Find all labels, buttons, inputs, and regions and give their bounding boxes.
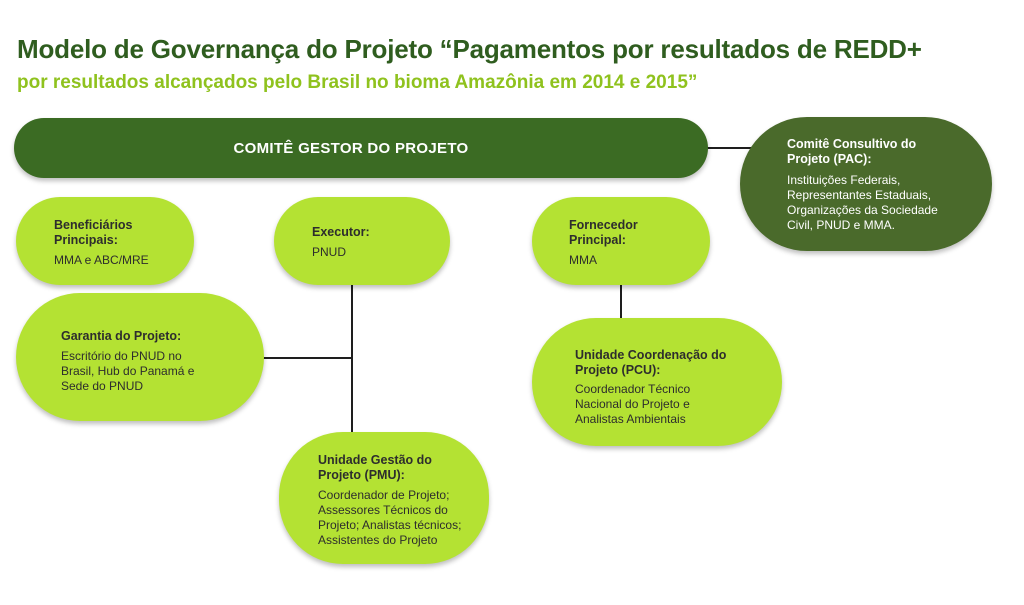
comite-gestor-label: COMITÊ GESTOR DO PROJETO xyxy=(233,139,469,157)
node-fornecedor-title: Fornecedor Principal: xyxy=(569,218,638,247)
page-title: Modelo de Governança do Projeto “Pagamen… xyxy=(17,34,922,64)
node-pac-title: Comitê Consultivo do Projeto (PAC): xyxy=(787,137,917,166)
node-garantia-desc: Escritório do PNUD no Brasil, Hub do Pan… xyxy=(61,349,195,393)
connector-executor-pmu xyxy=(351,284,353,434)
node-pmu-title: Unidade Gestão do Projeto (PMU): xyxy=(318,453,432,482)
node-executor-title: Executor: xyxy=(312,225,370,239)
node-pcu: Unidade Coordenação do Projeto (PCU): Co… xyxy=(532,318,782,446)
node-garantia-title: Garantia do Projeto: xyxy=(61,329,182,343)
connector-committee-pac xyxy=(706,147,752,149)
node-beneficiarios: Beneficiários Principais: MMA e ABC/MRE xyxy=(16,197,194,285)
node-fornecedor-desc: MMA xyxy=(569,253,597,267)
node-pcu-title: Unidade Coordenação do Projeto (PCU): xyxy=(575,348,727,377)
node-fornecedor: Fornecedor Principal: MMA xyxy=(532,197,710,285)
connector-fornecedor-pcu xyxy=(620,284,622,320)
page-subtitle: por resultados alcançados pelo Brasil no… xyxy=(17,72,698,93)
node-beneficiarios-desc: MMA e ABC/MRE xyxy=(54,253,149,267)
node-pmu: Unidade Gestão do Projeto (PMU): Coorden… xyxy=(279,432,489,564)
node-pac: Comitê Consultivo do Projeto (PAC): Inst… xyxy=(740,117,992,251)
node-pac-desc: Instituições Federais, Representantes Es… xyxy=(787,173,938,232)
connector-garantia-executor xyxy=(262,357,352,359)
node-pmu-desc: Coordenador de Projeto; Assessores Técni… xyxy=(318,488,462,547)
comite-gestor-bar: COMITÊ GESTOR DO PROJETO xyxy=(14,118,708,178)
node-executor-desc: PNUD xyxy=(312,245,347,259)
node-beneficiarios-title: Beneficiários Principais: xyxy=(54,218,133,247)
node-pcu-desc: Coordenador Técnico Nacional do Projeto … xyxy=(575,382,691,426)
node-garantia: Garantia do Projeto: Escritório do PNUD … xyxy=(16,293,264,421)
node-executor: Executor: PNUD xyxy=(274,197,450,285)
